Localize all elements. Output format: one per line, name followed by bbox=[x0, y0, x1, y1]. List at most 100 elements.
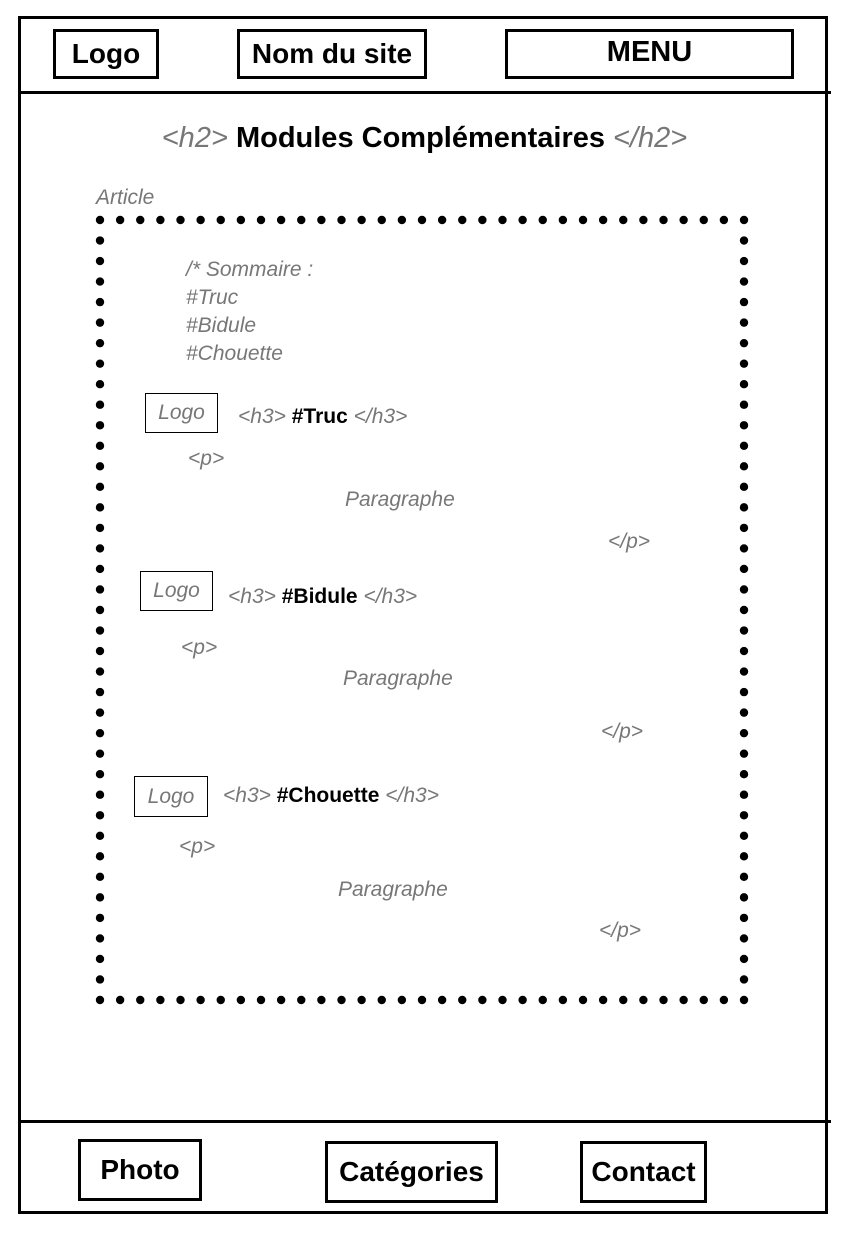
site-name-label: Nom du site bbox=[251, 38, 413, 69]
section-paragraph: Paragraphe bbox=[338, 878, 448, 901]
border-dot bbox=[95, 934, 105, 943]
border-dot bbox=[136, 995, 145, 1005]
border-dot bbox=[196, 215, 205, 225]
summary-item-truc[interactable]: #Truc bbox=[186, 286, 239, 309]
border-dot bbox=[176, 995, 185, 1005]
border-dot bbox=[317, 215, 326, 225]
section-heading-truc: <h3> #Truc </h3> bbox=[238, 405, 407, 429]
border-dot bbox=[739, 523, 749, 533]
border-dot bbox=[619, 215, 628, 225]
section-logo-label: Logo bbox=[158, 401, 205, 424]
border-dot bbox=[739, 811, 749, 820]
border-dot bbox=[95, 790, 105, 799]
border-dot bbox=[639, 215, 648, 225]
p-open-tag: <p> bbox=[188, 447, 225, 470]
border-dot bbox=[95, 646, 105, 656]
border-dot bbox=[558, 995, 568, 1005]
border-dot bbox=[458, 215, 467, 225]
border-dot bbox=[156, 995, 165, 1005]
section-title: #Truc bbox=[291, 405, 348, 428]
border-dot bbox=[95, 585, 105, 594]
border-dot bbox=[95, 318, 105, 327]
border-dot bbox=[739, 482, 749, 492]
border-dot bbox=[297, 215, 306, 225]
border-dot bbox=[739, 585, 749, 594]
border-dot bbox=[95, 667, 105, 676]
border-dot bbox=[95, 564, 105, 574]
section-logo-chouette: Logo bbox=[134, 776, 208, 817]
border-dot bbox=[538, 995, 547, 1005]
border-dot bbox=[95, 462, 105, 471]
border-dot bbox=[699, 995, 708, 1005]
menu-button-label: MENU bbox=[606, 35, 693, 68]
page-title: <h2> Modules Complémentaires </h2> bbox=[0, 122, 849, 155]
border-dot bbox=[739, 256, 749, 266]
border-dot bbox=[739, 421, 749, 430]
summary-item-bidule[interactable]: #Bidule bbox=[186, 314, 257, 337]
footer-contact-label: Contact bbox=[591, 1156, 696, 1187]
section-logo-bidule: Logo bbox=[140, 571, 213, 611]
border-dot bbox=[518, 995, 527, 1005]
border-dot bbox=[95, 975, 105, 984]
footer-categories-label: Catégories bbox=[339, 1156, 484, 1187]
footer-contact-button[interactable]: Contact bbox=[580, 1141, 707, 1203]
border-dot bbox=[216, 215, 225, 225]
border-dot bbox=[739, 749, 749, 758]
section-paragraph: Paragraphe bbox=[345, 488, 455, 511]
h3-open-tag: <h3> bbox=[228, 585, 276, 608]
border-dot bbox=[276, 995, 286, 1005]
border-dot bbox=[95, 605, 105, 615]
border-dot bbox=[739, 380, 749, 389]
menu-button[interactable]: MENU bbox=[505, 29, 794, 79]
header-logo-label: Logo bbox=[71, 38, 141, 69]
border-dot bbox=[196, 995, 205, 1005]
p-close-tag: </p> bbox=[601, 720, 644, 743]
border-dot bbox=[478, 995, 487, 1005]
border-dot bbox=[739, 503, 749, 512]
border-dot bbox=[95, 256, 105, 266]
border-dot bbox=[95, 338, 105, 348]
border-dot bbox=[95, 872, 105, 882]
border-dot bbox=[739, 441, 749, 450]
section-title: #Chouette bbox=[276, 784, 380, 807]
border-dot bbox=[297, 995, 306, 1005]
summary-item-chouette[interactable]: #Chouette bbox=[186, 342, 283, 365]
border-dot bbox=[739, 995, 749, 1005]
section-title: #Bidule bbox=[281, 585, 358, 608]
site-name[interactable]: Nom du site bbox=[237, 29, 427, 79]
border-dot bbox=[236, 215, 246, 225]
header-logo[interactable]: Logo bbox=[53, 29, 159, 79]
border-dot bbox=[95, 831, 105, 840]
border-dot bbox=[256, 995, 266, 1005]
border-dot bbox=[478, 215, 487, 225]
h3-close-tag: </h3> bbox=[385, 784, 439, 807]
border-dot bbox=[739, 913, 749, 923]
article-dotted-border bbox=[95, 215, 749, 1005]
border-dot bbox=[598, 215, 608, 225]
border-dot bbox=[95, 215, 105, 225]
section-logo-truc: Logo bbox=[145, 393, 218, 433]
border-dot bbox=[598, 995, 608, 1005]
border-dot bbox=[377, 995, 386, 1005]
border-dot bbox=[95, 708, 105, 717]
border-dot bbox=[739, 400, 749, 409]
border-dot bbox=[437, 995, 447, 1005]
border-dot bbox=[719, 995, 729, 1005]
footer-photo-button[interactable]: Photo bbox=[78, 1139, 202, 1201]
border-dot bbox=[739, 667, 749, 676]
h3-close-tag: </h3> bbox=[353, 405, 408, 428]
border-dot bbox=[136, 215, 145, 225]
border-dot bbox=[458, 995, 467, 1005]
border-dot bbox=[739, 831, 749, 840]
border-dot bbox=[95, 482, 105, 492]
border-dot bbox=[95, 544, 105, 553]
border-dot bbox=[498, 215, 507, 225]
border-dot bbox=[417, 215, 427, 225]
footer-categories-button[interactable]: Catégories bbox=[325, 1141, 498, 1203]
section-logo-label: Logo bbox=[153, 579, 200, 602]
border-dot bbox=[739, 708, 749, 717]
border-dot bbox=[739, 318, 749, 327]
border-dot bbox=[558, 215, 568, 225]
border-dot bbox=[357, 215, 366, 225]
border-dot bbox=[619, 995, 628, 1005]
